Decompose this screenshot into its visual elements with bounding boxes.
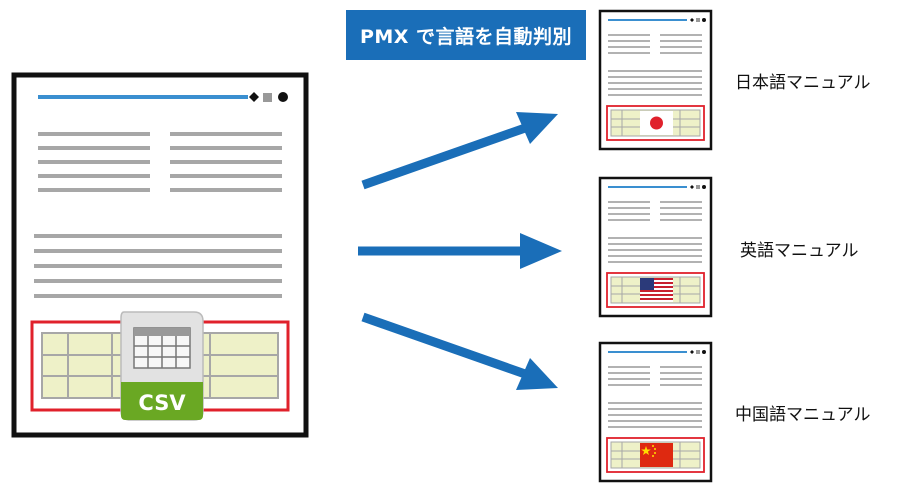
arrow-to-chinese — [361, 312, 558, 390]
source-document: CSV — [11, 72, 309, 438]
circle-icon — [278, 92, 288, 102]
csv-label: CSV — [138, 391, 186, 415]
arrow-to-english — [358, 233, 562, 269]
label-japanese-manual: 日本語マニュアル — [735, 73, 871, 93]
us-flag-icon — [640, 278, 673, 302]
output-document-english — [598, 176, 713, 318]
china-flag-icon — [640, 443, 673, 467]
arrows — [358, 112, 562, 390]
label-chinese-manual: 中国語マニュアル — [735, 405, 871, 425]
diamond-icon — [249, 92, 259, 102]
japan-flag-icon — [640, 111, 673, 135]
arrow-to-japanese — [361, 112, 558, 190]
title-badge: PMX で言語を自動判別 — [346, 10, 586, 60]
square-icon — [263, 93, 272, 102]
source-text-columns — [38, 132, 282, 192]
label-english-manual: 英語マニュアル — [740, 241, 859, 261]
csv-file-icon: CSV — [120, 311, 204, 421]
output-document-japanese — [598, 9, 713, 151]
source-text-block — [34, 234, 282, 298]
output-document-chinese — [598, 341, 713, 483]
